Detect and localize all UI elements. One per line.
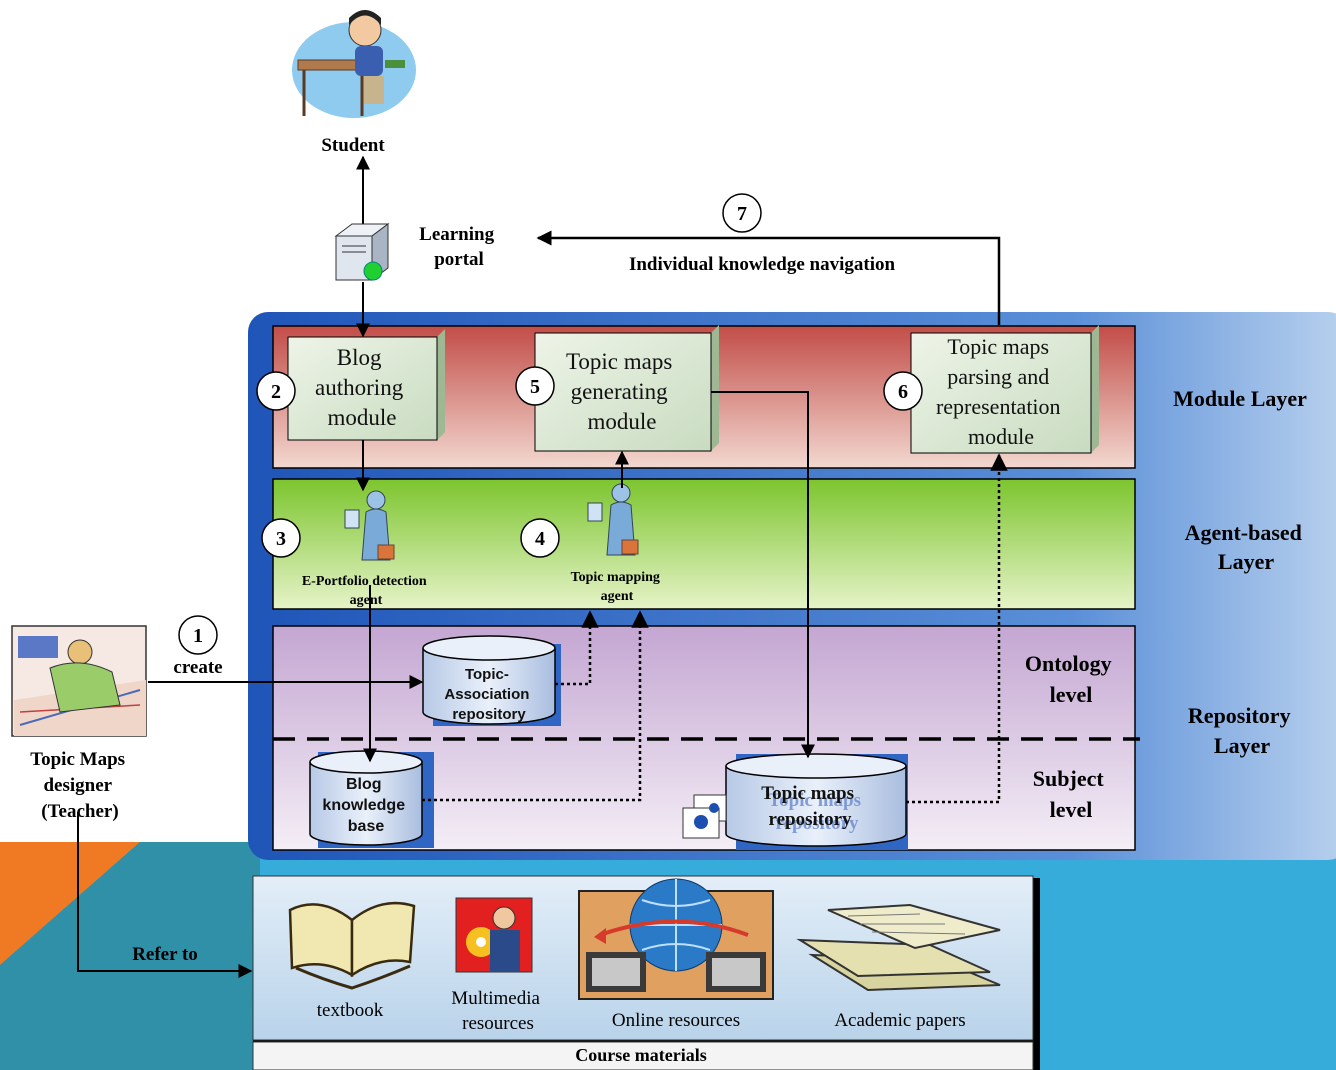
layer-label-agent: Agent-based Layer bbox=[1185, 520, 1308, 574]
eportfolio-agent-label: E-Portfolio detection agent bbox=[302, 574, 430, 608]
svg-text:6: 6 bbox=[898, 381, 908, 403]
step-4: 4 bbox=[520, 518, 560, 558]
textbook-icon bbox=[288, 901, 416, 990]
topic-maps-repository: Topic maps repository Topic maps reposit… bbox=[682, 753, 908, 850]
svg-text:Topic maps repository: Topic maps repository bbox=[761, 783, 859, 830]
navigation-label: Individual knowledge navigation bbox=[629, 254, 896, 275]
topic-maps-generating-module: Topic maps generating module bbox=[534, 325, 719, 452]
topic-maps-icon bbox=[682, 794, 727, 839]
step-7: 7 bbox=[722, 193, 762, 233]
blog-knowledge-base: Blog knowledge base bbox=[309, 750, 434, 848]
step-3: 3 bbox=[261, 518, 301, 558]
svg-text:1: 1 bbox=[193, 625, 203, 647]
svg-text:Blog knowledge bas: Blog knowledge base bbox=[322, 776, 409, 835]
svg-text:Topic maps generating: Topic maps generating module bbox=[566, 349, 678, 434]
step-5: 5 bbox=[515, 366, 555, 406]
layer-label-module: Module Layer bbox=[1173, 386, 1307, 411]
topic-maps-parsing-module: Topic maps parsing and representation mo… bbox=[910, 325, 1099, 454]
svg-text:Topic- Association: Topic- Association repository bbox=[444, 666, 533, 723]
online-resources-label: Online resources bbox=[612, 1010, 740, 1031]
svg-text:4: 4 bbox=[535, 528, 545, 550]
blog-authoring-module: Blog authoring module bbox=[287, 329, 445, 441]
learning-portal-label: Learning portal bbox=[419, 224, 499, 270]
online-resources-icon bbox=[578, 878, 774, 1000]
layer-label-subject: Subject level bbox=[1033, 766, 1109, 822]
svg-text:Topic maps repository: Topic maps repository bbox=[768, 790, 866, 834]
topic-mapping-agent-label: Topic mapping agent bbox=[571, 570, 664, 604]
course-materials-title: Course materials bbox=[575, 1045, 706, 1065]
svg-text:Blog authoring mod: Blog authoring module bbox=[315, 345, 409, 430]
refer-to-label: Refer to bbox=[132, 944, 198, 965]
step-6: 6 bbox=[883, 371, 923, 411]
step-2: 2 bbox=[256, 371, 296, 411]
academic-papers-label: Academic papers bbox=[834, 1010, 965, 1031]
course-materials-panel: Course materials textbook Multimedia res… bbox=[252, 875, 1040, 1070]
layer-label-ontology: Ontology level bbox=[1025, 651, 1117, 707]
step-1: 1 bbox=[178, 615, 218, 655]
textbook-label: textbook bbox=[317, 1000, 384, 1021]
topic-mapping-agent-icon bbox=[587, 483, 639, 556]
svg-text:2: 2 bbox=[271, 381, 281, 403]
eportfolio-agent-icon bbox=[344, 490, 395, 561]
step-circles: 1 2 3 4 5 6 7 bbox=[178, 193, 923, 655]
svg-text:3: 3 bbox=[276, 528, 286, 550]
layer-label-repository: Repository Layer bbox=[1188, 703, 1296, 758]
student-illustration bbox=[292, 10, 416, 118]
student-label: Student bbox=[321, 135, 385, 156]
flow-arrows bbox=[77, 155, 1001, 978]
agent-layer bbox=[272, 478, 1136, 610]
multimedia-label: Multimedia resources bbox=[451, 988, 544, 1034]
svg-text:7: 7 bbox=[737, 203, 747, 225]
teacher-illustration bbox=[11, 625, 147, 737]
multimedia-icon bbox=[455, 897, 533, 973]
create-label: create bbox=[173, 657, 222, 678]
svg-text:5: 5 bbox=[530, 376, 540, 398]
topic-association-repository: Topic- Association repository bbox=[422, 635, 561, 726]
teacher-label: Topic Maps designer (Teacher) bbox=[30, 749, 130, 822]
svg-text:Topic maps parsing and: Topic maps parsing and representation mo… bbox=[936, 334, 1066, 449]
server-icon bbox=[334, 223, 390, 281]
dotted-flows bbox=[422, 453, 1008, 804]
academic-papers-icon bbox=[796, 903, 1001, 992]
